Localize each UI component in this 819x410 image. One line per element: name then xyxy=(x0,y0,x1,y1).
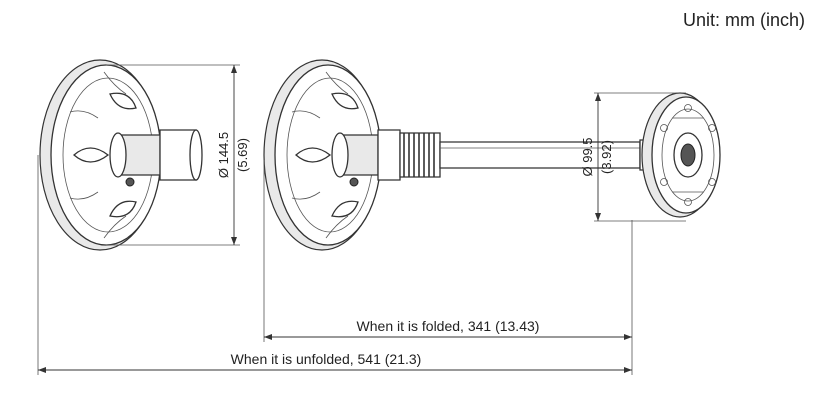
diameter-left-mm: Ø 144.5 xyxy=(216,132,231,178)
unfolded-length-label: When it is unfolded, 541 (21.3) xyxy=(231,351,422,367)
folded-length-dimension: When it is folded, 341 (13.43) xyxy=(264,318,632,340)
unfolded-length-dimension: When it is unfolded, 541 (21.3) xyxy=(38,351,632,373)
middle-mount-base xyxy=(263,59,382,251)
extension-pole xyxy=(377,129,641,181)
unit-label: Unit: mm (inch) xyxy=(682,10,805,30)
diameter-left-dimension: Ø 144.5 (5.69) xyxy=(106,64,250,246)
adapter-plate xyxy=(639,92,721,218)
left-mount-base xyxy=(39,59,203,251)
diameter-left-inch: (5.69) xyxy=(235,138,250,172)
diameter-right-mm: Ø 99.5 xyxy=(580,137,595,176)
diameter-right-inch: (3.92) xyxy=(599,140,614,174)
folded-length-label: When it is folded, 341 (13.43) xyxy=(357,318,540,334)
diameter-right-dimension: Ø 99.5 (3.92) xyxy=(580,92,686,222)
